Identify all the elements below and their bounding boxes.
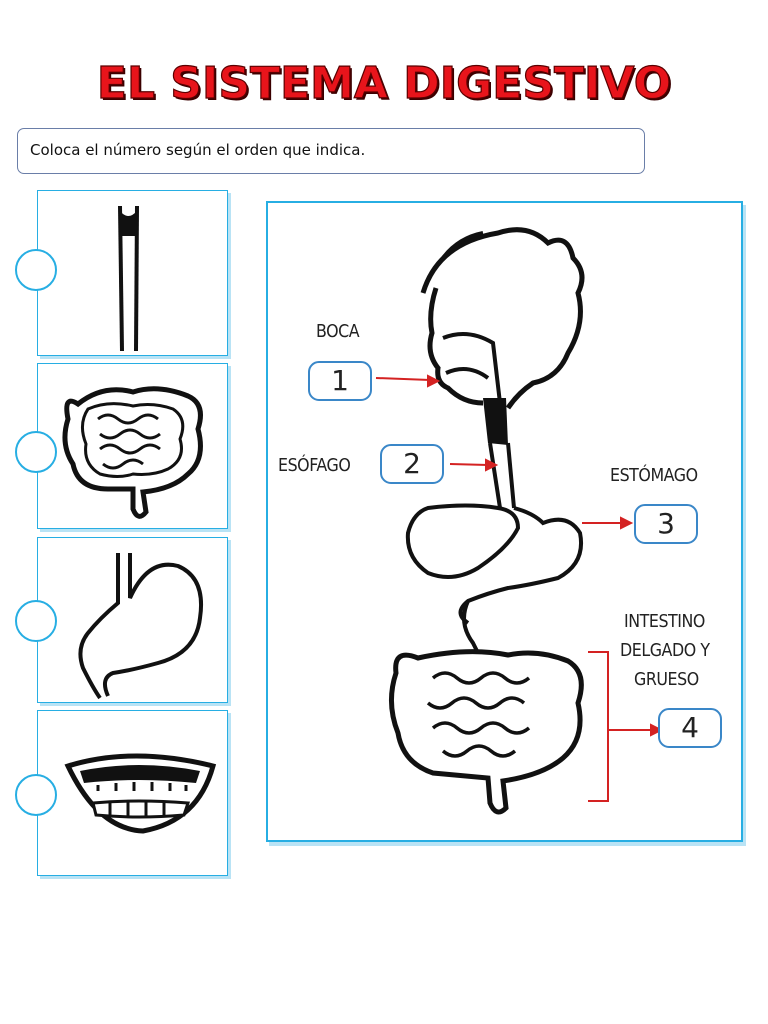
intestines-icon bbox=[62, 386, 203, 519]
digestive-system-illustration bbox=[375, 227, 664, 815]
answer-circle-3[interactable] bbox=[15, 600, 57, 642]
label-estomago: ESTÓMAGO bbox=[610, 465, 698, 486]
answer-circle-1[interactable] bbox=[15, 249, 57, 291]
label-intestino-line3: GRUESO bbox=[634, 669, 699, 690]
number-box-boca: 1 bbox=[308, 361, 372, 401]
number-box-intestino: 4 bbox=[658, 708, 722, 748]
label-boca: BOCA bbox=[316, 321, 360, 342]
answer-circle-2[interactable] bbox=[15, 431, 57, 473]
answer-circle-4[interactable] bbox=[15, 774, 57, 816]
stomach-icon bbox=[78, 553, 203, 700]
answer-card-mouth bbox=[15, 710, 228, 876]
instruction-box: Coloca el número según el orden que indi… bbox=[17, 128, 645, 174]
instruction-text: Coloca el número según el orden que indi… bbox=[30, 141, 366, 159]
answer-card-intestines bbox=[15, 363, 228, 529]
answer-card-esophagus bbox=[15, 190, 228, 356]
number-box-esofago: 2 bbox=[380, 444, 444, 484]
answer-card-stomach bbox=[15, 537, 228, 703]
number-box-estomago: 3 bbox=[634, 504, 698, 544]
label-intestino-line2: DELGADO Y bbox=[620, 640, 710, 661]
digestive-system-diagram: BOCA 1 ESÓFAGO 2 ESTÓMAGO 3 INTESTINO DE… bbox=[266, 201, 743, 842]
page-title: EL SISTEMA DIGESTIVO bbox=[96, 57, 672, 109]
label-intestino-line1: INTESTINO bbox=[624, 611, 705, 632]
mouth-icon bbox=[64, 753, 217, 834]
esophagus-icon bbox=[118, 205, 139, 352]
label-esofago: ESÓFAGO bbox=[278, 455, 351, 476]
